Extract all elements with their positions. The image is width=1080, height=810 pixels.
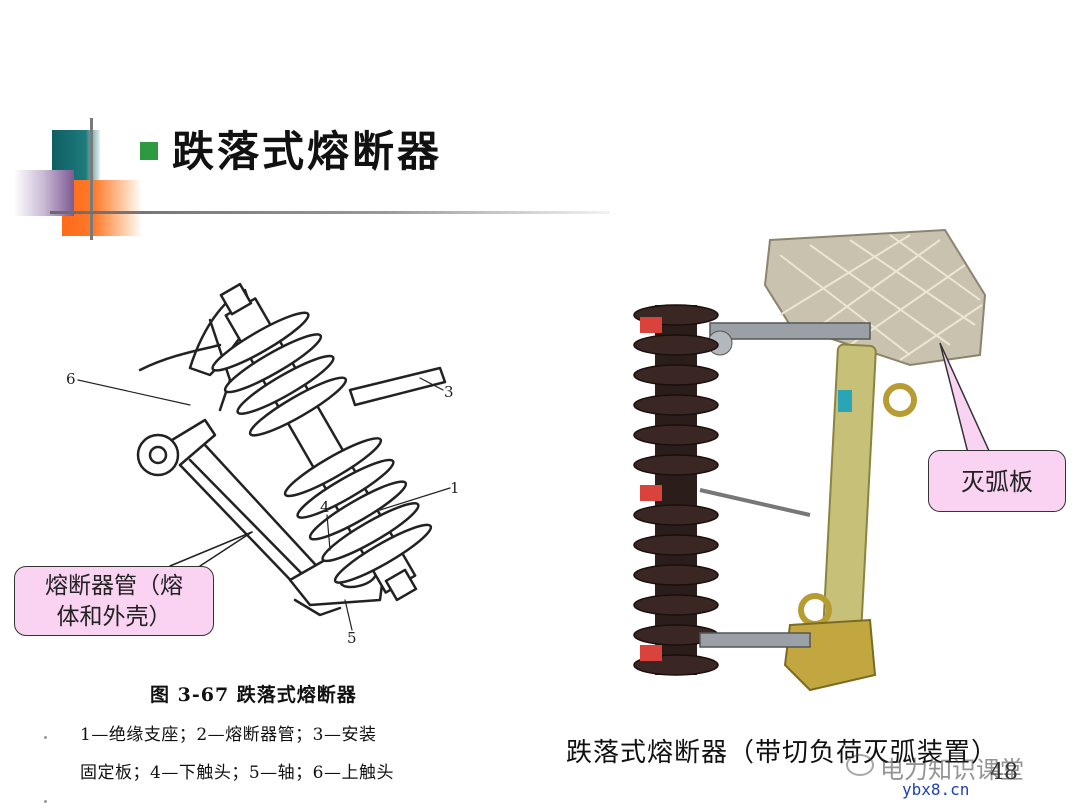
decorative-dot xyxy=(44,736,47,739)
page-number: 48 xyxy=(990,760,1018,785)
arc-plate-callout: 灭弧板 xyxy=(928,450,1066,512)
part-label-4: 4 xyxy=(320,498,330,516)
part-label-3: 3 xyxy=(444,383,454,401)
part-label-6: 6 xyxy=(66,370,76,388)
fuse-line-drawing: 6 3 1 4 5 xyxy=(66,282,460,647)
fuse-product-photo xyxy=(633,228,992,692)
title-underline xyxy=(50,211,610,214)
wechat-logo-icon xyxy=(846,754,874,776)
fuse-tube-callout: 熔断器管（熔 体和外壳） xyxy=(14,566,214,636)
figure-legend-line-2: 固定板；4—下触头；5—轴；6—上触头 xyxy=(80,763,394,783)
part-label-1: 1 xyxy=(450,479,460,497)
title-bullet-icon xyxy=(140,142,158,160)
title-deco-purple-square xyxy=(14,170,74,216)
title-deco-vertical-line xyxy=(90,118,93,240)
part-label-5: 5 xyxy=(347,629,357,647)
fuse-tube-callout-line2: 体和外壳） xyxy=(56,604,172,630)
title-deco-orange-square xyxy=(62,180,142,236)
watermark-site: ybx8.cn xyxy=(902,780,970,799)
fuse-tube-callout-line1: 熔断器管（熔 xyxy=(45,573,183,599)
decorative-dot xyxy=(44,800,47,803)
figure-caption: 图 3-67 跌落式熔断器 xyxy=(150,684,357,706)
watermark-text: 电力知识课堂 xyxy=(880,756,1024,784)
photo-caption: 跌落式熔断器（带切负荷灭弧装置） xyxy=(566,738,999,768)
figure-legend-line-1: 1—绝缘支座；2—熔断器管；3—安装 xyxy=(80,725,377,745)
slide-title: 跌落式熔断器 xyxy=(172,127,443,176)
